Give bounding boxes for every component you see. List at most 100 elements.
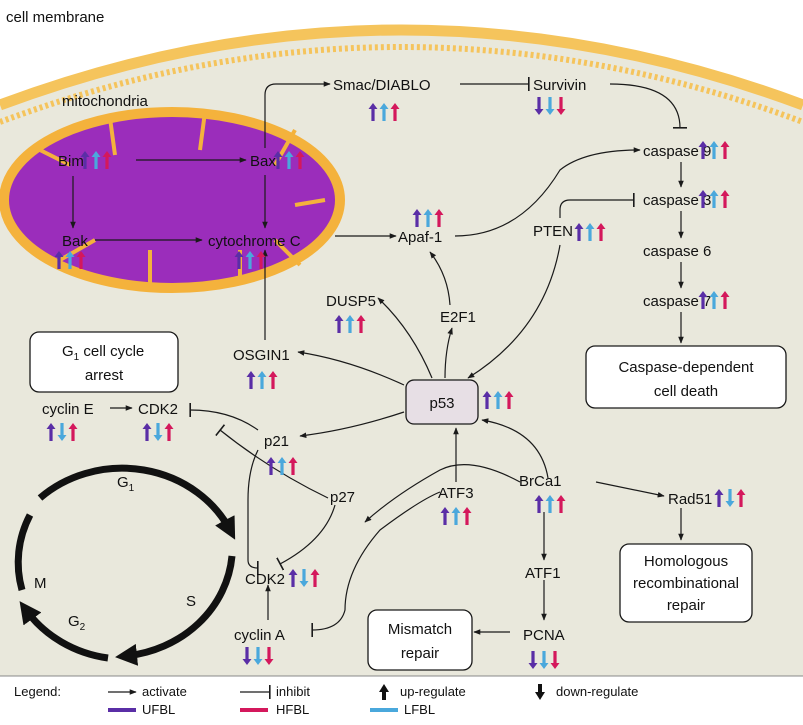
reg-arrow-cyclina-hfbl <box>264 647 274 665</box>
node-apaf: Apaf-1 <box>398 229 442 246</box>
node-casp6: caspase 6 <box>643 243 711 260</box>
reg-arrow-casp7-hfbl <box>720 291 730 309</box>
reg-arrow-bax-lfbl <box>284 151 294 169</box>
reg-arrow-cyclina-lfbl <box>253 647 263 665</box>
node-labels: Bim Bax Bak cytochrome C Smac/DIABLO Sur… <box>42 77 712 644</box>
reg-arrow-casp9-lfbl <box>709 141 719 159</box>
reg-arrow-atf3-ufbl <box>440 507 450 525</box>
node-atf3: ATF3 <box>438 485 474 502</box>
node-casp7: caspase 7 <box>643 293 711 310</box>
legend-hfbl-swatch <box>240 708 268 712</box>
edge-p53-osgin1 <box>297 350 405 386</box>
cycle-arc-g1 <box>37 464 236 540</box>
reg-arrow-osgin1-ufbl <box>246 371 256 389</box>
g1-arrest-rest: cell cycle <box>79 343 144 360</box>
mismatch-line1: Mismatch <box>388 621 452 638</box>
legend-ufbl-swatch <box>108 708 136 712</box>
reg-arrow-casp7-ufbl <box>698 291 708 309</box>
node-p53: p53 <box>429 395 454 412</box>
node-cyclina: cyclin A <box>234 627 285 644</box>
reg-arrow-cycline-lfbl <box>57 423 67 441</box>
caspase-death-line1: Caspase-dependent <box>618 359 754 376</box>
reg-arrow-dusp5-hfbl <box>356 315 366 333</box>
reg-arrow-p21-ufbl <box>266 457 276 475</box>
cell-membrane-label: cell membrane <box>6 9 104 26</box>
node-cdk2a: CDK2 <box>138 401 178 418</box>
reg-arrow-casp3-hfbl <box>720 190 730 208</box>
node-bax: Bax <box>250 153 276 170</box>
reg-arrow-pten-hfbl <box>596 223 606 241</box>
reg-arrow-rad51-hfbl <box>736 489 746 507</box>
edge-bax-smac <box>264 81 331 148</box>
reg-arrow-cdk2b-lfbl <box>299 569 309 587</box>
reg-arrow-bak-hfbl <box>76 251 86 269</box>
edge-brca1-rad51 <box>595 481 665 498</box>
legend-title: Legend: <box>14 684 61 699</box>
node-bim: Bim <box>58 153 84 170</box>
phase-g1: G1 <box>117 474 135 494</box>
legend-activate-label: activate <box>142 684 187 699</box>
mismatch-line2: repair <box>401 645 439 662</box>
node-pten: PTEN <box>533 223 573 240</box>
reg-arrow-p53-hfbl <box>504 391 514 409</box>
caspase-death-box: Caspase-dependent cell death <box>585 345 787 409</box>
legend-down-label: down-regulate <box>556 684 638 699</box>
regulation-arrows <box>46 97 746 669</box>
reg-arrow-cycline-hfbl <box>68 423 78 441</box>
edge-pten-casp3 <box>559 193 635 218</box>
reg-arrow-atf3-hfbl <box>462 507 472 525</box>
g1-arrest-line2: arrest <box>85 367 124 384</box>
node-p27: p27 <box>330 489 355 506</box>
reg-arrow-rad51-lfbl <box>725 489 735 507</box>
cell-membrane-inner <box>0 44 803 125</box>
node-dusp5: DUSP5 <box>326 293 376 310</box>
homologous-line2: recombinational <box>633 575 739 592</box>
caspase-death-line2: cell death <box>654 383 718 400</box>
reg-arrow-apaf-hfbl <box>434 209 444 227</box>
reg-arrow-cdk2a-ufbl <box>142 423 152 441</box>
node-pcna: PCNA <box>523 627 565 644</box>
legend-ufbl-label: UFBL <box>142 702 175 717</box>
reg-arrow-p21-hfbl <box>288 457 298 475</box>
phase-g1-sub: 1 <box>129 483 135 494</box>
reg-arrow-dusp5-ufbl <box>334 315 344 333</box>
g1-arrest-box: G1 cell cycle arrest <box>29 331 179 393</box>
reg-arrow-cytc-hfbl <box>256 251 266 269</box>
edge-atf3-cyclina <box>311 491 441 638</box>
reg-arrow-apaf-lfbl <box>423 209 433 227</box>
node-cycline: cyclin E <box>42 401 94 418</box>
edge-e2f1-apaf <box>429 251 451 306</box>
mitochondrion <box>0 107 345 293</box>
reg-arrow-cycline-ufbl <box>46 423 56 441</box>
node-cdk2b: CDK2 <box>245 571 285 588</box>
node-survivin: Survivin <box>533 77 586 94</box>
reg-arrow-casp9-hfbl <box>720 141 730 159</box>
edge-p53-dusp5 <box>377 297 433 379</box>
edge-apaf-casp9 <box>454 147 641 237</box>
cell-membrane <box>0 24 803 111</box>
reg-arrow-atf3-lfbl <box>451 507 461 525</box>
reg-arrow-survivin-hfbl <box>556 97 566 115</box>
reg-arrow-brca1-hfbl <box>556 495 566 513</box>
reg-arrow-survivin-ufbl <box>534 97 544 115</box>
node-atf1: ATF1 <box>525 565 561 582</box>
reg-arrow-brca1-ufbl <box>534 495 544 513</box>
reg-arrow-pcna-lfbl <box>539 651 549 669</box>
cycle-arc-m <box>14 513 34 591</box>
reg-arrow-pten-lfbl <box>585 223 595 241</box>
node-bak: Bak <box>62 233 88 250</box>
legend-lfbl-swatch <box>370 708 398 712</box>
phase-s: S <box>186 593 196 610</box>
cycle-arc-s <box>115 555 236 666</box>
homologous-line3: repair <box>667 597 705 614</box>
p53-node-box <box>405 379 479 425</box>
reg-arrow-smac-lfbl <box>379 103 389 121</box>
legend: Legend: activate inhibit up-regulate dow… <box>0 675 803 720</box>
reg-arrow-cytc-ufbl <box>234 251 244 269</box>
reg-arrow-cdk2b-hfbl <box>310 569 320 587</box>
reg-arrow-bim-hfbl <box>102 151 112 169</box>
node-rad51: Rad51 <box>668 491 712 508</box>
edge-p21-cdk2a <box>189 402 259 431</box>
edge-pten-p53 <box>467 244 561 379</box>
reg-arrow-dusp5-lfbl <box>345 315 355 333</box>
